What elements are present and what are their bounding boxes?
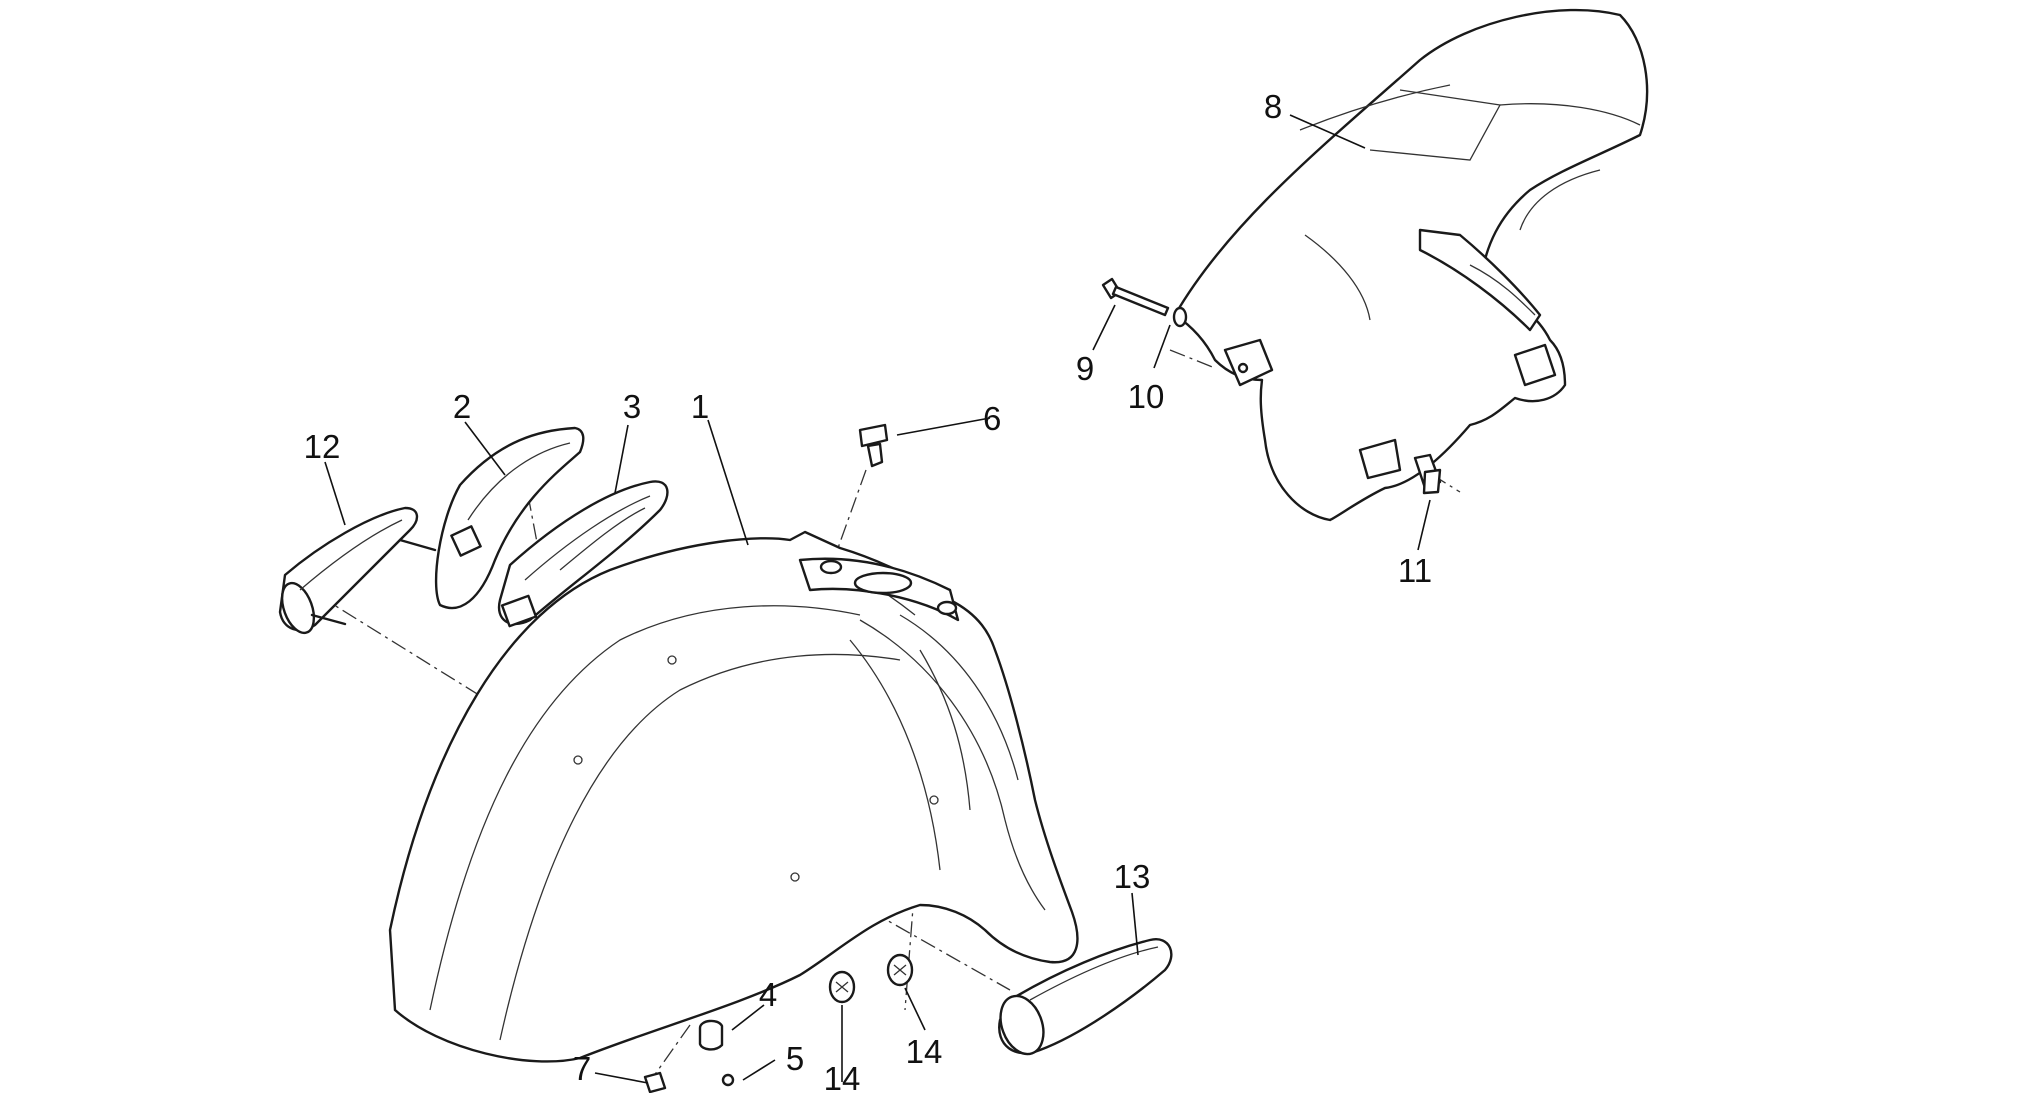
callout-5: 5 xyxy=(786,1040,804,1077)
callout-13: 13 xyxy=(1114,858,1151,895)
callout-14-a: 14 xyxy=(824,1060,861,1093)
rear-hardware xyxy=(1101,277,1442,495)
callout-4: 4 xyxy=(759,976,777,1013)
callout-12: 12 xyxy=(304,428,341,465)
callout-10: 10 xyxy=(1128,378,1165,415)
callout-labels: 1 2 3 4 5 6 7 8 9 10 11 12 13 14 14 xyxy=(304,88,1432,1093)
leader-lines xyxy=(324,114,1431,1084)
clip-part-14 xyxy=(828,953,914,1004)
reflector-part-13 xyxy=(998,938,1173,1056)
callout-1: 1 xyxy=(691,388,709,425)
callout-11: 11 xyxy=(1398,552,1432,589)
callout-3: 3 xyxy=(623,388,641,425)
side-cover-part-2 xyxy=(434,426,585,610)
small-hardware xyxy=(643,1019,735,1093)
reflector-part-12 xyxy=(278,506,437,635)
callout-14-b: 14 xyxy=(906,1033,943,1070)
callout-6: 6 xyxy=(983,400,1001,437)
callout-9: 9 xyxy=(1076,350,1094,387)
reflector-part-3 xyxy=(497,480,669,628)
callout-2: 2 xyxy=(453,388,471,425)
rear-mudguard-part-8 xyxy=(1173,8,1649,522)
front-mudguard-part-1 xyxy=(388,530,1079,1063)
callout-8: 8 xyxy=(1264,88,1282,125)
callout-7: 7 xyxy=(573,1050,591,1087)
push-rivet-part-6 xyxy=(858,423,889,468)
